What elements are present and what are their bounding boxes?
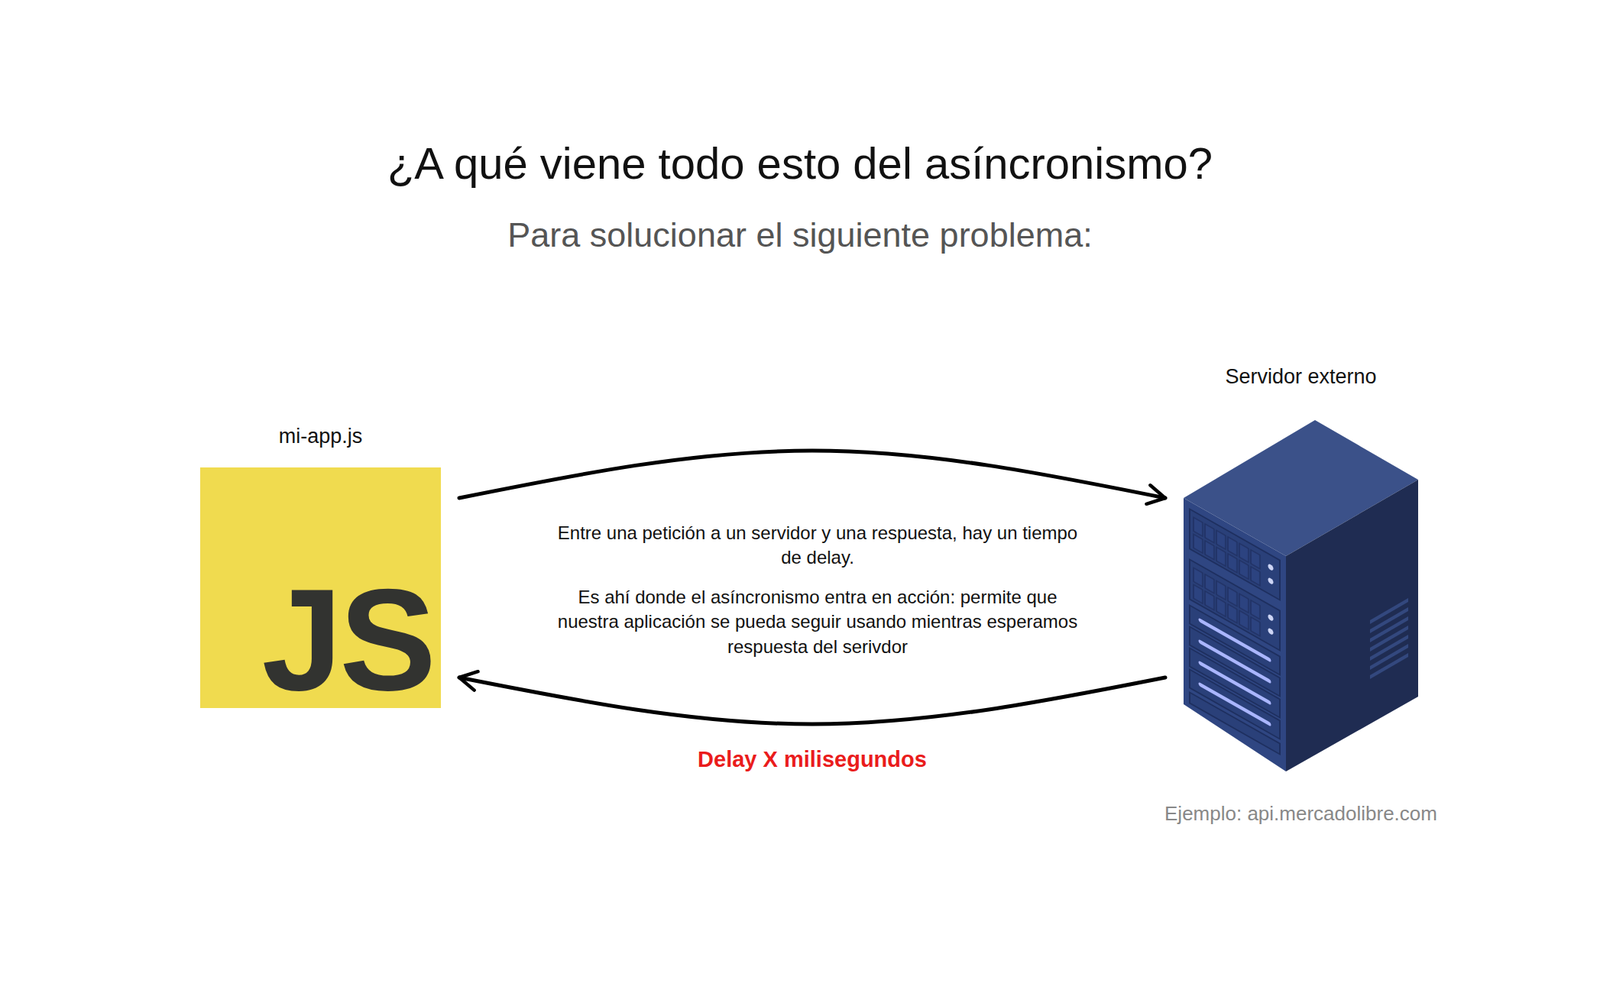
note-text: Es ahí donde el asíncronismo entra en ac… [550, 585, 1086, 660]
vent-slats [1370, 600, 1409, 678]
delay-label: Delay X milisegundos [582, 747, 1042, 773]
request-arrow [459, 677, 1166, 725]
subtitle: Para solucionar el siguiente problema: [0, 215, 1600, 256]
title: ¿A qué viene todo esto del asíncronismo? [0, 137, 1600, 189]
file-name: mi-app.js [123, 424, 518, 449]
server-illustration [1183, 420, 1419, 772]
example-caption: Ejemplo: api.mercadolibre.com [1068, 802, 1533, 826]
server-side [1285, 479, 1419, 772]
note-text: Entre una petición a un servidor y una r… [550, 521, 1086, 571]
js-file-box: mi-app.jsJS [200, 467, 441, 709]
request-arrow [459, 450, 1166, 499]
js-logo-text: JS [262, 566, 434, 713]
server-node: Servidor externoEjemplo: api.mercadolibr… [1183, 420, 1419, 772]
server-name: Servidor externo [1068, 365, 1533, 389]
server-front [1183, 498, 1286, 772]
rack-panels [1189, 509, 1280, 755]
